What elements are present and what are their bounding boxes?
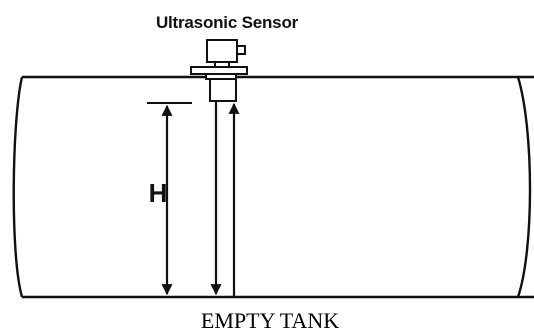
sensor-probe bbox=[209, 78, 237, 102]
sensor-housing bbox=[206, 39, 238, 63]
tank-left-end bbox=[12, 76, 24, 298]
ultrasonic-sensor bbox=[190, 39, 248, 102]
height-label: H bbox=[149, 178, 168, 208]
sensor-connector bbox=[236, 45, 246, 55]
sensor-title: Ultrasonic Sensor bbox=[156, 13, 299, 32]
tank-right-end bbox=[516, 76, 532, 298]
sensor-flange bbox=[190, 66, 248, 75]
tank bbox=[12, 75, 534, 299]
diagram-caption: EMPTY TANK bbox=[201, 308, 339, 333]
